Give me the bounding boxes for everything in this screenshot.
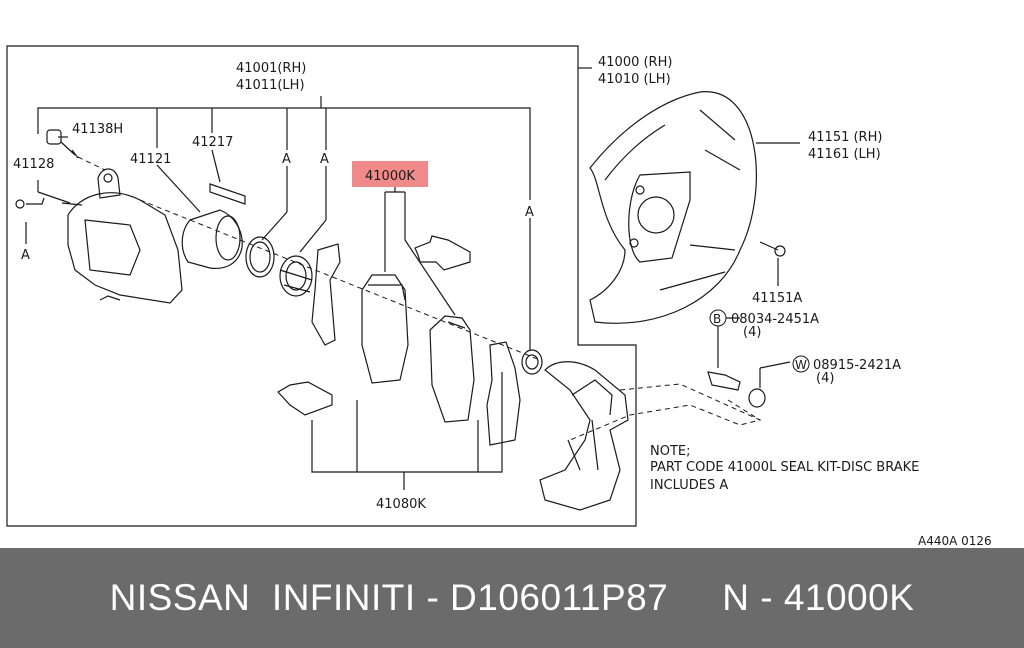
diagram-frame <box>6 45 637 527</box>
qty-w: (4) <box>816 371 834 386</box>
highlight-41000k <box>352 161 428 187</box>
b-marker: B <box>713 312 721 326</box>
qty-b: (4) <box>743 325 761 340</box>
label-41138h: 41138H <box>72 122 123 137</box>
note-line-1: NOTE; <box>650 444 691 459</box>
b-marker-circle <box>709 309 727 327</box>
brake-parts-diagram: 41001(RH) 41011(LH) 41000 (RH) 41010 (LH… <box>6 45 992 548</box>
label-08915: 08915-2421A <box>813 358 901 373</box>
label-08034: 08034-2451A <box>731 312 819 327</box>
piston <box>181 209 243 270</box>
label-41080k: 41080K <box>376 497 426 512</box>
label-41001: 41001(RH) <box>236 61 306 76</box>
diagram-code: A440A 0126 <box>918 534 992 548</box>
caliper-body <box>67 192 183 304</box>
label-41217: 41217 <box>192 135 233 150</box>
label-41000: 41000 (RH) <box>598 55 672 70</box>
w-marker: W <box>795 358 807 372</box>
ref-a-2: A <box>320 152 329 167</box>
torque-member <box>539 361 629 511</box>
bracket-41001 <box>37 107 531 200</box>
label-41128: 41128 <box>13 157 54 172</box>
note-line-3: INCLUDES A <box>650 478 728 493</box>
ref-a-1: A <box>282 152 291 167</box>
label-41161: 41161 (LH) <box>808 147 881 162</box>
w-marker-circle <box>792 355 810 373</box>
label-41151a: 41151A <box>752 291 802 306</box>
ref-a-3: A <box>525 205 534 220</box>
label-41010: 41010 (LH) <box>598 72 671 87</box>
ref-a-4: A <box>21 248 30 263</box>
label-41000k: 41000K <box>365 169 415 184</box>
label-41011: 41011(LH) <box>236 78 305 93</box>
footer-bar: NISSAN INFINITI - D106011P87 N - 41000K <box>0 548 1024 648</box>
label-41151: 41151 (RH) <box>808 130 882 145</box>
footer-text: NISSAN INFINITI - D106011P87 N - 41000K <box>109 577 915 618</box>
label-41121: 41121 <box>130 152 171 167</box>
note-line-2: PART CODE 41000L SEAL KIT-DISC BRAKE <box>650 460 919 475</box>
